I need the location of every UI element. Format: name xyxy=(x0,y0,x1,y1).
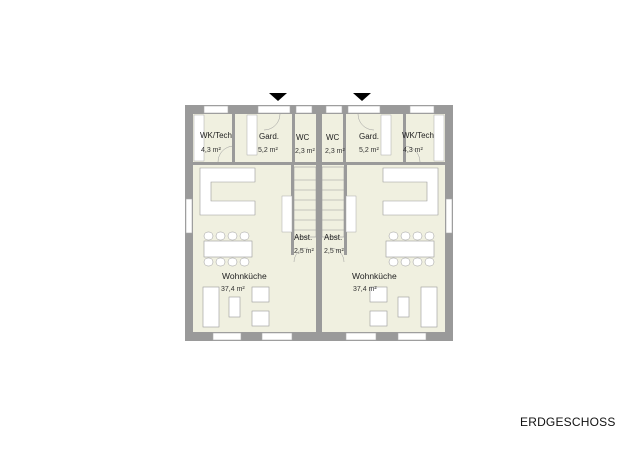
door-swings xyxy=(217,113,421,263)
living-furniture xyxy=(202,286,438,328)
room-label-wc-left: WC xyxy=(296,133,310,142)
room-area-gard-right: 5,2 m² xyxy=(359,147,379,154)
room-area-wc-left: 2,3 m² xyxy=(295,148,315,155)
stairs xyxy=(293,166,345,238)
room-label-wc-right: WC xyxy=(326,133,340,142)
entry-arrow-icon xyxy=(353,93,371,101)
room-area-wohnkueche-right: 37,4 m² xyxy=(353,286,377,293)
dining-chairs xyxy=(203,231,435,267)
room-label-wk-tech-right: WK/Tech xyxy=(402,131,435,140)
room-area-wohnkueche-left: 37,4 m² xyxy=(221,286,245,293)
room-label-gard-right: Gard. xyxy=(359,132,380,141)
drawing-title: ERDGESCHOSS xyxy=(520,415,616,429)
room-area-wk-tech-left: 4,3 m² xyxy=(201,147,221,154)
dining-tables xyxy=(203,240,435,258)
kitchen-counters xyxy=(199,167,439,216)
room-area-abst-right: 2,5 m² xyxy=(324,248,344,255)
room-label-gard-left: Gard. xyxy=(259,132,280,141)
room-area-wk-tech-right: 4,3 m² xyxy=(403,147,423,154)
stair-side-blocks xyxy=(281,195,357,233)
room-area-abst-left: 2,5 m² xyxy=(294,248,314,255)
closets xyxy=(193,114,445,162)
room-label-wohnkueche-right: Wohnküche xyxy=(352,271,397,281)
room-label-abst-left: Abst. xyxy=(294,233,313,242)
entry-arrow-icon xyxy=(269,93,287,101)
room-area-gard-left: 5,2 m² xyxy=(258,147,278,154)
room-label-abst-right: Abst. xyxy=(324,233,343,242)
room-label-wk-tech-left: WK/Tech xyxy=(200,131,233,140)
interior-walls xyxy=(193,114,446,255)
room-label-wohnkueche-left: Wohnküche xyxy=(222,271,267,281)
windows xyxy=(185,105,453,341)
room-area-wc-right: 2,3 m² xyxy=(325,148,345,155)
